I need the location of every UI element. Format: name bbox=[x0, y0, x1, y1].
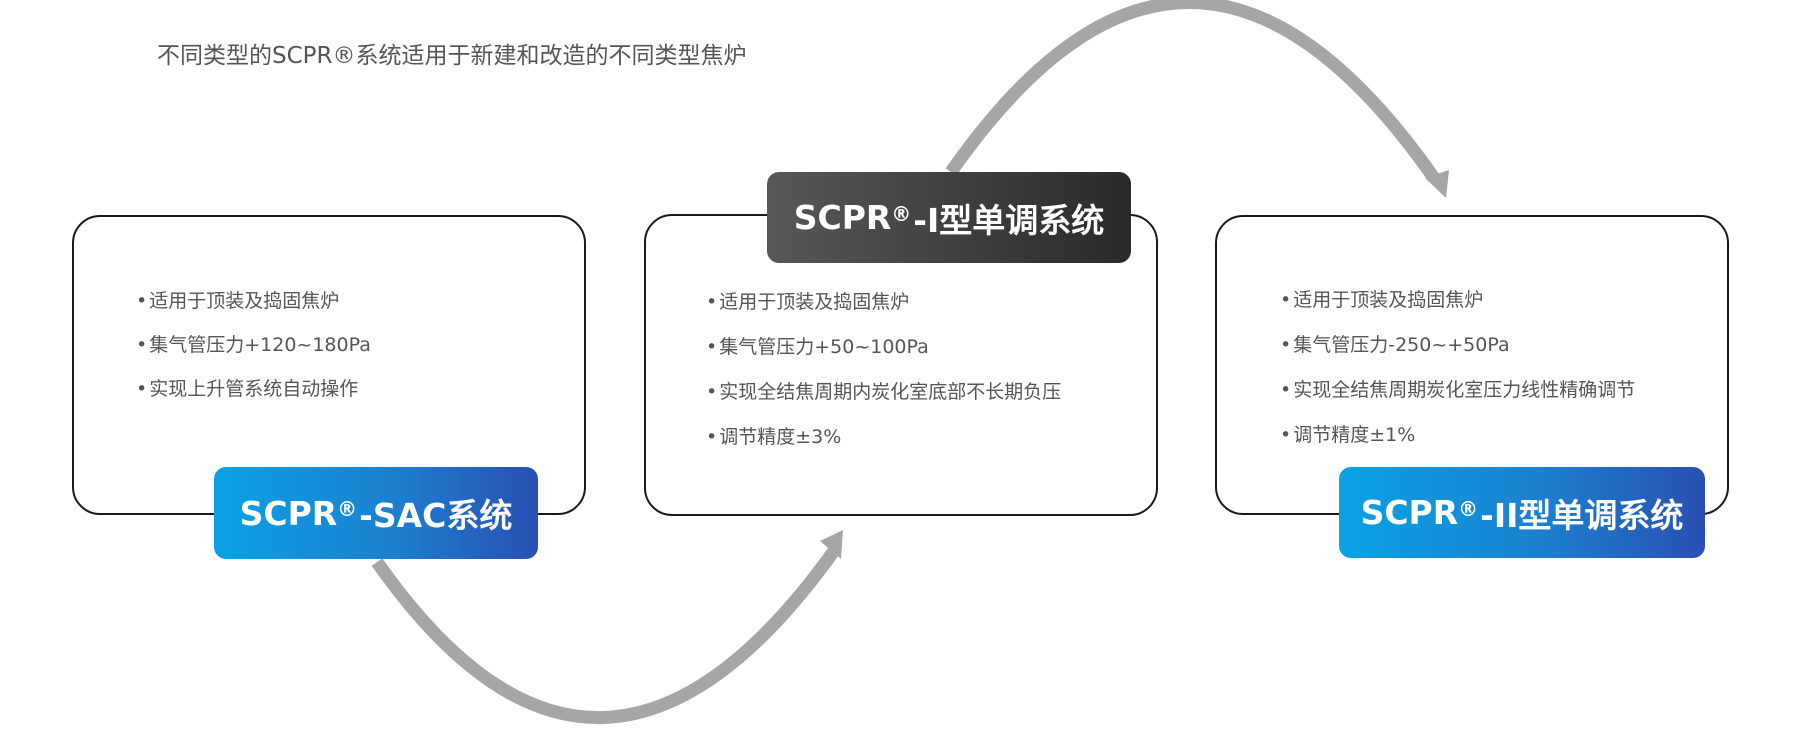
tag-prefix: SCPR bbox=[793, 198, 892, 237]
tag-type1-system: SCPR®-I型单调系统 bbox=[767, 172, 1131, 263]
bullet: 调节精度±1% bbox=[1280, 423, 1635, 468]
arrow-sac-to-type1 bbox=[371, 544, 842, 725]
card-type1: 适用于顶装及捣固焦炉 集气管压力+50~100Pa 实现全结焦周期内炭化室底部不… bbox=[644, 214, 1158, 516]
bullet: 适用于顶装及捣固焦炉 bbox=[706, 290, 1061, 335]
tag-suffix: -SAC系统 bbox=[359, 496, 513, 535]
bullet: 集气管压力+50~100Pa bbox=[706, 335, 1061, 380]
bullet: 适用于顶装及捣固焦炉 bbox=[1280, 288, 1635, 333]
tag-prefix: SCPR bbox=[1360, 493, 1459, 532]
page-title: 不同类型的SCPR®系统适用于新建和改造的不同类型焦炉 bbox=[157, 43, 747, 69]
bullet: 实现全结焦周期炭化室压力线性精确调节 bbox=[1280, 378, 1635, 423]
bullet: 集气管压力-250~+50Pa bbox=[1280, 333, 1635, 378]
registered-mark: ® bbox=[337, 497, 358, 521]
registered-mark: ® bbox=[891, 201, 912, 226]
bullet: 实现全结焦周期内炭化室底部不长期负压 bbox=[706, 380, 1061, 425]
bullet: 实现上升管系统自动操作 bbox=[136, 377, 371, 421]
bullet: 适用于顶装及捣固焦炉 bbox=[136, 289, 371, 333]
card-type1-bullets: 适用于顶装及捣固焦炉 集气管压力+50~100Pa 实现全结焦周期内炭化室底部不… bbox=[706, 290, 1061, 470]
arrow-type1-to-type2 bbox=[945, 0, 1440, 182]
tag-type2-system: SCPR®-II型单调系统 bbox=[1339, 467, 1705, 558]
tag-sac-system: SCPR®-SAC系统 bbox=[214, 467, 538, 559]
tag-suffix: -I型单调系统 bbox=[913, 200, 1105, 240]
tag-suffix: -II型单调系统 bbox=[1480, 495, 1684, 535]
card-type2: 适用于顶装及捣固焦炉 集气管压力-250~+50Pa 实现全结焦周期炭化室压力线… bbox=[1215, 215, 1729, 515]
card-sac-bullets: 适用于顶装及捣固焦炉 集气管压力+120~180Pa 实现上升管系统自动操作 bbox=[136, 289, 371, 421]
arrowhead-type1-to-type2 bbox=[1425, 170, 1449, 198]
bullet: 调节精度±3% bbox=[706, 425, 1061, 470]
registered-mark: ® bbox=[1458, 496, 1479, 521]
tag-prefix: SCPR bbox=[239, 493, 338, 533]
card-type2-bullets: 适用于顶装及捣固焦炉 集气管压力-250~+50Pa 实现全结焦周期炭化室压力线… bbox=[1280, 288, 1635, 468]
bullet: 集气管压力+120~180Pa bbox=[136, 333, 371, 377]
arrowhead-sac-to-type1 bbox=[820, 530, 843, 559]
